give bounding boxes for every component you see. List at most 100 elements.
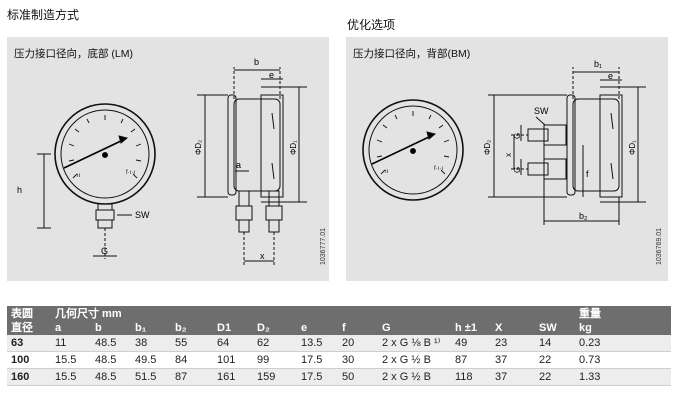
table-cell: 2 x G ⅛ B ¹⁾ <box>378 335 451 352</box>
label-sw-lm: SW <box>135 210 150 220</box>
table-cell: 17.5 <box>297 351 338 369</box>
table-cell: 84 <box>171 351 213 369</box>
table-cell: 49.5 <box>131 351 171 369</box>
gauge-side-bm <box>488 67 646 225</box>
table-cell: 22 <box>535 368 575 386</box>
panel-bm-caption: 压力接口径向，背部(BM) <box>353 48 471 60</box>
table-cell: 87 <box>171 368 213 386</box>
label-g-lm: G <box>101 246 108 256</box>
table-cell: 11 <box>51 335 91 352</box>
table-cell: 15.5 <box>51 368 91 386</box>
table-cell: 99 <box>253 351 297 369</box>
header-sw: SW <box>535 321 575 335</box>
table-cell: 118 <box>451 368 491 386</box>
table-cell: 37 <box>491 368 535 386</box>
table-cell: 49 <box>451 335 491 352</box>
svg-text:ıı: ıı <box>385 169 389 175</box>
label-b: b <box>254 57 259 67</box>
heading-optimized: 优化选项 <box>347 18 396 32</box>
table-cell: 48.5 <box>91 351 131 369</box>
header-g: G <box>378 321 451 335</box>
table-cell: 0.23 <box>575 335 671 352</box>
svg-text:f·ı·ı: f·ı·ı <box>434 166 443 172</box>
label-e-lm: e <box>269 70 274 80</box>
label-sw-bm: SW <box>534 106 549 116</box>
header-weight: 重量 <box>575 306 671 321</box>
header-b1: b₁ <box>131 321 171 335</box>
label-h: h <box>17 185 22 195</box>
header-kg: kg <box>575 321 671 335</box>
label-e-bm: e <box>608 71 613 81</box>
table-cell-size: 160 <box>7 368 51 386</box>
header-h: h ±1 <box>451 321 491 335</box>
table-cell: 48.5 <box>91 335 131 352</box>
table-cell: 2 x G ½ B <box>378 351 451 369</box>
table-cell: 14 <box>535 335 575 352</box>
table-cell: 0.73 <box>575 351 671 369</box>
label-a: a <box>236 160 241 170</box>
panel-bm: 压力接口径向，背部(BM) 1036769.01 f·ı·ı ıı <box>346 37 668 281</box>
label-g1: G <box>513 133 522 139</box>
table-cell: 101 <box>213 351 253 369</box>
table-cell: 30 <box>338 351 378 369</box>
table-cell: 1.33 <box>575 368 671 386</box>
panel-lm: 压力接口径向，底部 (LM) 1036777.01 f·ı·ı ıı <box>7 37 329 281</box>
header-x: X <box>491 321 535 335</box>
table-cell-size: 100 <box>7 351 51 369</box>
table-cell-size: 63 <box>7 335 51 352</box>
label-f: f <box>586 169 589 179</box>
table-cell: 50 <box>338 368 378 386</box>
header-f: f <box>338 321 378 335</box>
table-cell: 37 <box>491 351 535 369</box>
label-g2: G <box>513 167 522 173</box>
label-x-bm: x <box>504 153 513 157</box>
svg-text:f·ı·ı: f·ı·ı <box>126 170 135 176</box>
table-cell: 62 <box>253 335 297 352</box>
table-cell: 159 <box>253 368 297 386</box>
header-b: b <box>91 321 131 335</box>
table-cell: 2 x G ½ B <box>378 368 451 386</box>
header-d1: D1 <box>213 321 253 335</box>
header-a: a <box>51 321 91 335</box>
svg-text:ıı: ıı <box>77 173 81 179</box>
label-d2-lm: ΦD₂ <box>194 140 203 155</box>
table-cell: 20 <box>338 335 378 352</box>
header-b2: b₂ <box>171 321 213 335</box>
label-b1: b₁ <box>594 59 602 69</box>
label-x-lm: x <box>260 251 265 261</box>
table-cell: 17.5 <box>297 368 338 386</box>
header-spacer <box>535 306 575 321</box>
table-cell: 15.5 <box>51 351 91 369</box>
header-e: e <box>297 321 338 335</box>
header-dimensions: 几何尺寸 mm <box>51 306 535 321</box>
table-cell: 38 <box>131 335 171 352</box>
panel-lm-caption: 压力接口径向，底部 (LM) <box>14 48 133 60</box>
table-cell: 48.5 <box>91 368 131 386</box>
label-b2: b₂ <box>579 211 588 221</box>
gauge-side-lm <box>197 67 307 265</box>
gauge-front-lm: f·ı·ı ıı <box>37 103 156 259</box>
label-d2-bm: ΦD₂ <box>483 140 492 155</box>
drawing-lm: f·ı·ı ıı h SW G <box>17 57 307 265</box>
table-cell: 13.5 <box>297 335 338 352</box>
table-cell: 161 <box>213 368 253 386</box>
table-cell: 64 <box>213 335 253 352</box>
label-d1-bm: ΦD₁ <box>628 140 637 155</box>
table-cell: 23 <box>491 335 535 352</box>
gauge-front-bm: f·ı·ı ıı <box>362 99 464 201</box>
header-d2: D₂ <box>253 321 297 335</box>
table-cell: 87 <box>451 351 491 369</box>
header-size-2: 直径 <box>7 321 51 335</box>
table-cell: 22 <box>535 351 575 369</box>
header-size-1: 表圆 <box>7 306 51 321</box>
heading-standard: 标准制造方式 <box>7 8 80 22</box>
dimensions-table: 表圆 几何尺寸 mm 重量 直径 a b b₁ b₂ D1 D₂ e f G h… <box>7 306 671 386</box>
drawing-bm: f·ı·ı ıı <box>362 59 646 225</box>
label-d1-lm: ΦD₁ <box>289 140 298 155</box>
table-cell: 55 <box>171 335 213 352</box>
table-cell: 51.5 <box>131 368 171 386</box>
